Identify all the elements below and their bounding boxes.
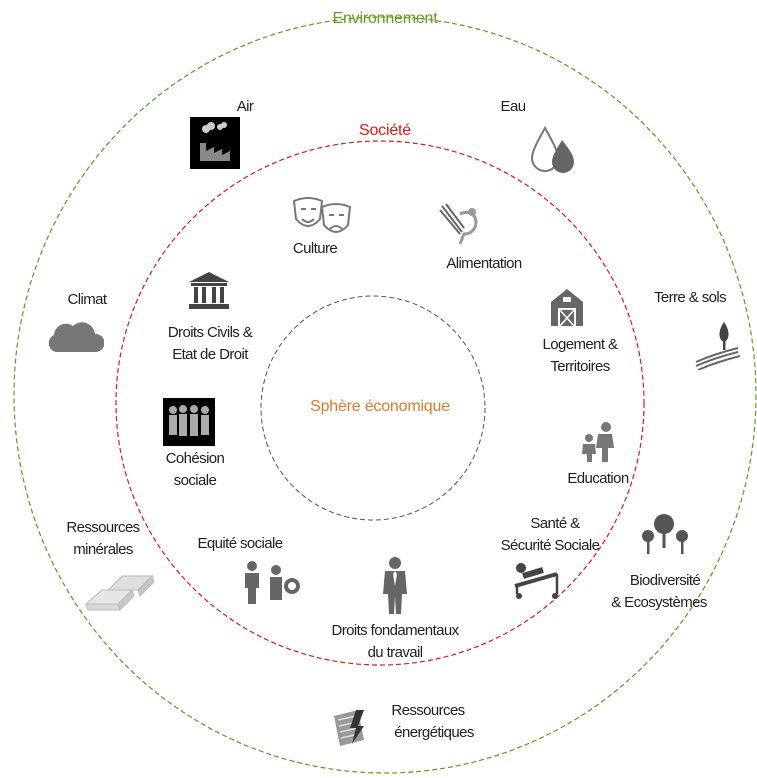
droits-civils-label-line1: Droits Civils &: [167, 324, 253, 341]
ressources-energetiques-label-line1: Ressources: [391, 702, 465, 719]
people-equity-icon: [245, 561, 300, 604]
droits-fondamentaux-label-line2: du travail: [367, 644, 423, 661]
economy-ring: [260, 295, 486, 521]
climat-label: Climat: [67, 291, 108, 308]
ressources-minerales-label-line1: Ressources: [66, 519, 140, 536]
logement-label-line1: Logement &: [542, 336, 618, 353]
biodiversite-label-line1: Biodiversité: [629, 572, 701, 589]
education-label: Education: [567, 470, 629, 487]
biodiversite-label-line2: & Ecosystèmes: [611, 594, 707, 611]
ressources-energetiques-label-line2: énergétiques: [394, 724, 474, 741]
equite-sociale-label: Equité sociale: [197, 535, 284, 552]
water-drops-icon: [530, 125, 574, 173]
alimentation-label: Alimentation: [446, 255, 522, 272]
logement-label-line2: Territoires: [550, 358, 610, 375]
eau-label: Eau: [500, 98, 526, 115]
droits-fondamentaux-label-line1: Droits fondamentaux: [331, 622, 459, 639]
group-people-icon: [163, 398, 215, 446]
sante-label-line1: Santé &: [530, 515, 580, 532]
theatre-masks-icon: [292, 197, 352, 233]
businessman-icon: [383, 557, 407, 614]
culture-label: Culture: [292, 240, 338, 257]
ingots-icon: [84, 575, 155, 611]
field-tree-icon: [695, 322, 741, 370]
ressources-minerales-label-line2: minérales: [73, 541, 133, 558]
cohesion-label-line1: Cohésion: [165, 450, 225, 467]
cloud-icon: [48, 322, 104, 352]
courthouse-icon: [189, 272, 229, 309]
energy-document-icon: [334, 710, 364, 746]
air-label: Air: [236, 98, 254, 115]
environment-ring: [13, 16, 757, 774]
fork-rooster-icon: [439, 203, 478, 245]
sante-label-line2: Sécurité Sociale: [500, 537, 600, 554]
cohesion-label-line2: sociale: [173, 472, 217, 489]
droits-civils-label-line2: Etat de Droit: [172, 346, 248, 363]
terre-sols-label: Terre & sols: [654, 289, 727, 306]
hospital-bed-icon: [514, 563, 559, 599]
factory-smoke-icon: [190, 117, 240, 169]
economy-title: Sphère économique: [310, 398, 450, 415]
trees-icon: [642, 514, 688, 554]
society-ring: [115, 140, 645, 666]
environment-title: Environnement: [332, 10, 438, 27]
society-title: Société: [359, 122, 411, 139]
parent-child-icon: [582, 422, 614, 462]
barn-icon: [551, 289, 583, 327]
